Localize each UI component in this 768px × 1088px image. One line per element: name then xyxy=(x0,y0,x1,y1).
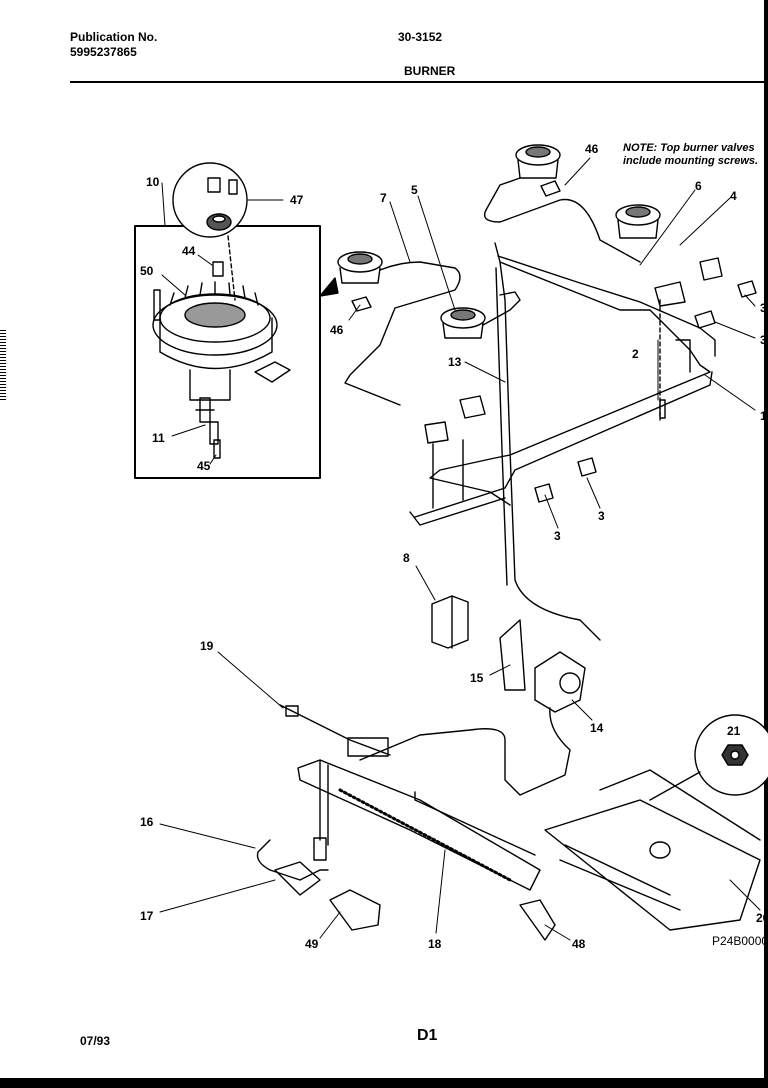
callout-18: 18 xyxy=(428,937,442,951)
callout-4: 4 xyxy=(730,189,737,203)
valve-note-line1: NOTE: Top burner valves xyxy=(623,142,755,154)
publication-number: 5995237865 xyxy=(70,45,137,59)
callout-leaders xyxy=(159,157,761,941)
callout-48: 48 xyxy=(572,937,586,951)
nut-detail xyxy=(649,714,768,801)
oven-burner-bracket xyxy=(256,839,556,941)
section-title: BURNER xyxy=(404,64,456,78)
oven-burner-tube xyxy=(279,704,541,891)
valve-note-line2: include mounting screws. xyxy=(623,155,759,167)
callout-46-left: 46 xyxy=(330,323,344,337)
callout-47: 47 xyxy=(290,193,304,207)
callout-21: 21 xyxy=(727,724,741,738)
callout-46-top: 46 xyxy=(585,142,599,156)
burner-baffle xyxy=(544,769,761,931)
callout-10: 10 xyxy=(146,175,160,189)
oven-burner-head xyxy=(152,281,291,401)
callout-3-right: 3 xyxy=(760,333,767,347)
callout-7: 7 xyxy=(380,191,387,205)
callout-11: 11 xyxy=(152,431,165,445)
burner-valves xyxy=(424,257,757,509)
publication-label: Publication No. xyxy=(70,30,158,44)
pressure-regulator xyxy=(359,619,586,796)
drawing-code: P24B0000 xyxy=(712,934,768,948)
callout-20: 20 xyxy=(756,911,768,925)
header-rule xyxy=(70,81,768,83)
footer-date: 07/93 xyxy=(80,1034,111,1048)
scan-edge-bottom xyxy=(0,1078,768,1088)
top-burner-rear-right xyxy=(483,144,641,263)
callout-3-left: 3 xyxy=(554,529,561,543)
callout-44: 44 xyxy=(182,244,196,258)
callout-13: 13 xyxy=(448,355,462,369)
callout-19: 19 xyxy=(200,639,214,653)
callout-1: 1 xyxy=(760,409,767,423)
detail-leader xyxy=(227,235,236,301)
top-burner-rear-left xyxy=(337,251,461,406)
callout-14: 14 xyxy=(590,721,604,735)
callout-50: 50 xyxy=(140,264,154,278)
page-number: D1 xyxy=(417,1027,438,1044)
oven-supply-tube xyxy=(495,261,601,641)
callout-3-mid: 3 xyxy=(598,509,605,523)
callout-16: 16 xyxy=(140,815,154,829)
scan-edge-left xyxy=(0,330,6,400)
cap-nut-detail xyxy=(206,177,238,231)
inset-pointer-arrow xyxy=(319,277,339,297)
callout-6: 6 xyxy=(695,179,702,193)
orifice-hood-parts xyxy=(153,261,224,459)
callout-45: 45 xyxy=(197,459,211,473)
manifold-pipe xyxy=(409,242,716,526)
top-burner-front-right xyxy=(615,204,661,239)
callout-5: 5 xyxy=(411,183,418,197)
burner-mounting-clips xyxy=(351,180,561,312)
top-burner-front-left xyxy=(440,291,521,339)
callout-49: 49 xyxy=(305,937,319,951)
valve-note: NOTE: Top burner valves include mounting… xyxy=(623,142,758,168)
callout-3-upper: 3 xyxy=(760,301,767,315)
model-number: 30-3152 xyxy=(398,30,443,44)
ignition-module xyxy=(431,595,469,649)
scan-edge-right xyxy=(764,0,768,1088)
callout-8: 8 xyxy=(403,551,410,565)
callout-15: 15 xyxy=(470,671,484,685)
callout-2: 2 xyxy=(632,347,639,361)
callout-17: 17 xyxy=(140,909,154,923)
